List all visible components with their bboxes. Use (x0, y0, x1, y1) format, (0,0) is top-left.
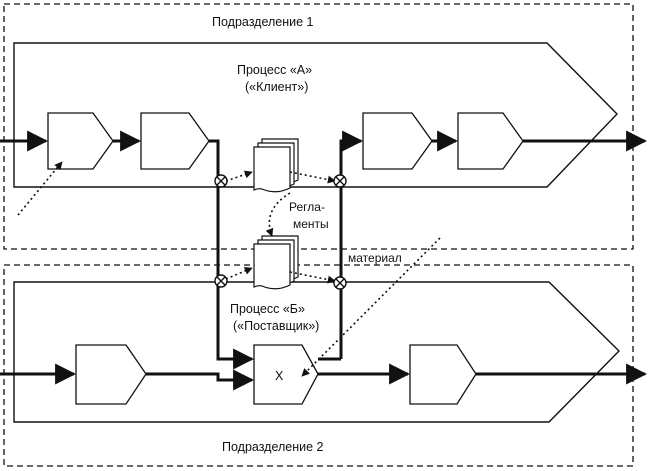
process-b-step-3 (409, 344, 477, 405)
junction-a-right (333, 174, 347, 188)
division-2-boundary (3, 264, 634, 467)
process-a-step-3 (362, 112, 433, 170)
process-a-step-1 (47, 112, 114, 170)
process-b-step-1 (75, 344, 147, 405)
process-b-step-x-label: X (275, 369, 284, 383)
process-b-step-x (253, 344, 319, 405)
regulations-label-line2: менты (293, 217, 329, 231)
information-links (17, 161, 441, 377)
division-1-label: Подразделение 1 (212, 15, 314, 29)
process-b-chevron (13, 281, 620, 423)
process-a-subtitle: («Клиент») (245, 80, 308, 94)
process-a-step-2 (140, 112, 210, 170)
regulations-label-line1: Регла- (289, 200, 325, 214)
process-b-title: Процесс «Б» (230, 302, 305, 316)
regulation-document-lower (253, 235, 299, 290)
material-label: материал (348, 251, 402, 265)
division-2-label: Подразделение 2 (222, 440, 324, 454)
junction-a-left (214, 174, 228, 188)
regulation-document-upper (253, 138, 299, 193)
junction-b-right (333, 276, 347, 290)
process-b-flow (0, 357, 648, 391)
junction-b-left (214, 274, 228, 288)
process-b-subtitle: («Поставщик») (233, 319, 319, 333)
process-a-flow (0, 130, 648, 370)
process-a-step-4 (457, 112, 524, 170)
process-a-chevron (13, 42, 618, 188)
division-1-boundary (3, 3, 634, 250)
process-a-title: Процесс «А» (237, 63, 312, 77)
